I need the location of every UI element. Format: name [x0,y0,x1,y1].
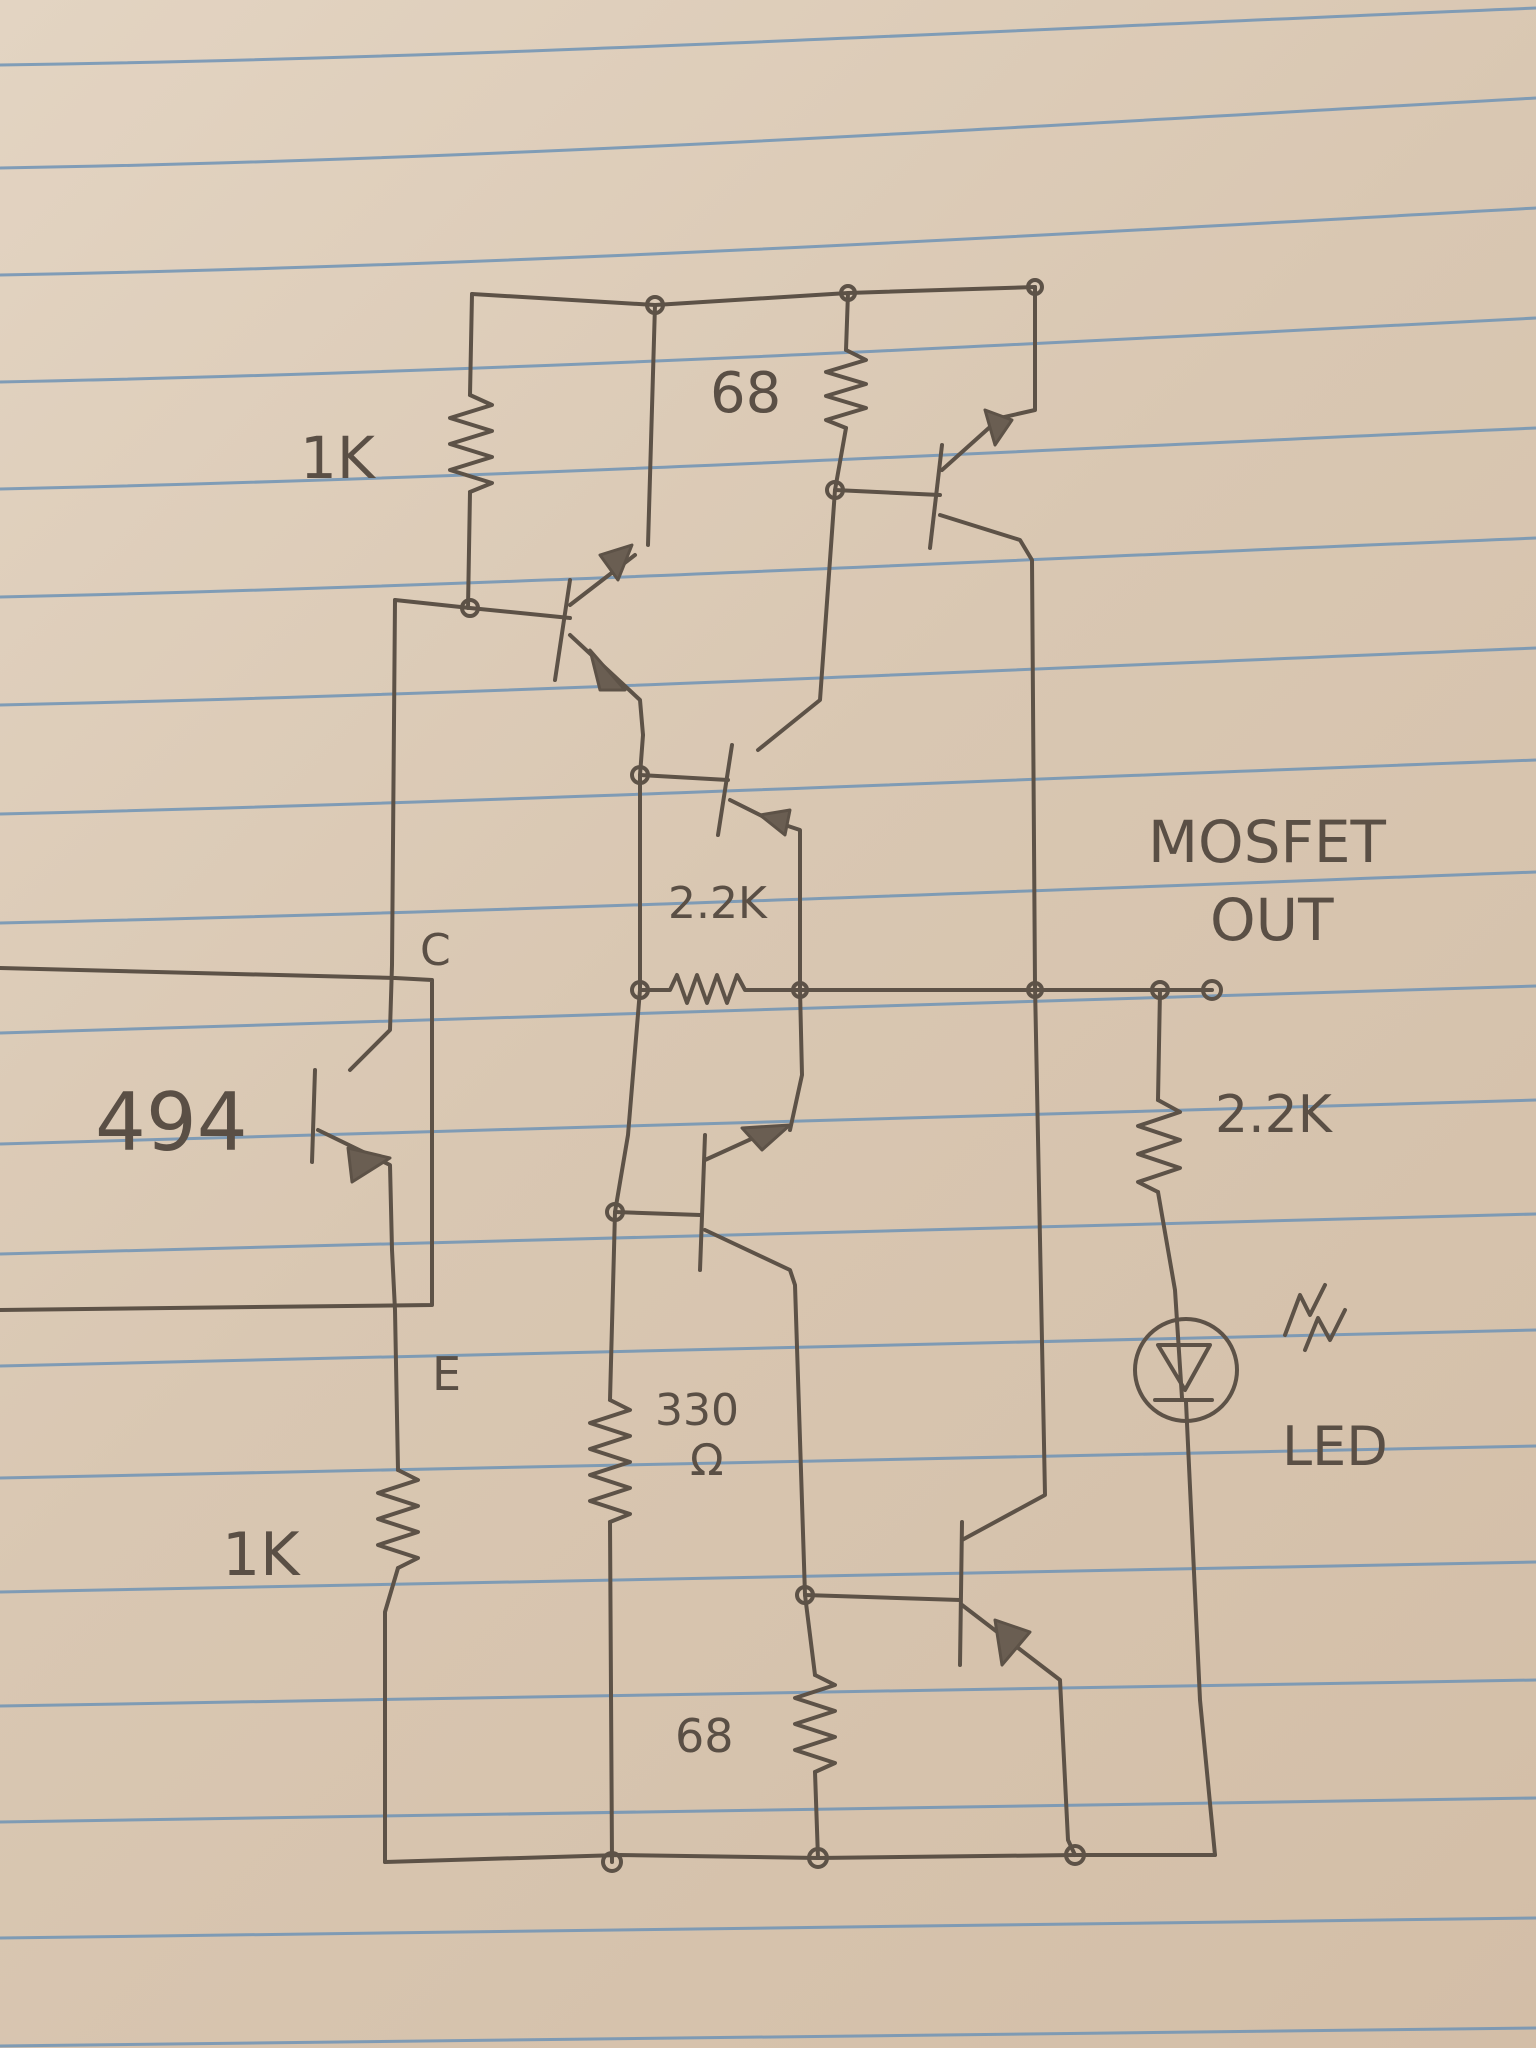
lower-middle-transistor [613,988,807,1597]
resistor-68-top [756,291,868,752]
top-transistor [393,303,657,737]
mosfet-out-terminal [1201,979,1223,1001]
junction-dots [460,278,1223,1873]
resistor-2-2k-mid [638,773,802,1005]
label-r-top-left: 1K [300,424,377,492]
top-rail [470,285,1037,420]
label-r-low-mid-unit: Ω [690,1435,724,1486]
middle-transistor [638,733,802,992]
top-transistor-collector-arrow [588,648,627,692]
label-r-bottom-mid: 68 [675,1709,734,1763]
label-r-mid: 2.2K [668,878,768,929]
resistor-1k-top [448,292,494,610]
resistor-330-ohm [588,988,642,1864]
ground-rail [383,1853,1217,1864]
resistor-1k-emitter [376,1308,420,1864]
upper-right-transistor [833,408,1037,987]
optocoupler-494 [0,598,434,1312]
resistor-68-bottom [793,1593,837,1860]
label-r-top-mid: 68 [710,361,781,426]
label-r-led: 2.2K [1215,1085,1334,1145]
label-output-line1: MOSFET [1148,808,1387,876]
bottom-right-transistor-arrow [993,1618,1032,1667]
label-output-line2: OUT [1210,886,1334,954]
handwritten-labels: 1K 68 2.2K MOSFET OUT C 494 2.2K E 330 Ω… [95,361,1388,1763]
optocoupler-emitter-arrow [346,1146,392,1184]
led-light-arrow-2 [1303,1308,1347,1352]
label-r-low-mid: 330 [655,1385,739,1436]
led-branch [1133,988,1347,1857]
upper-right-transistor-arrow [983,408,1014,447]
middle-transistor-arrow [758,808,792,837]
label-opto-part: 494 [95,1076,248,1169]
lower-middle-transistor-arrow [740,1123,792,1152]
label-led: LED [1282,1415,1388,1478]
notebook-rulings [0,6,1536,2048]
label-emitter: E [432,1347,461,1401]
label-collector: C [420,925,451,976]
label-r-emitter: 1K [222,1520,301,1590]
top-transistor-emitter-arrow [598,543,634,582]
led-light-arrow-1 [1283,1283,1327,1337]
